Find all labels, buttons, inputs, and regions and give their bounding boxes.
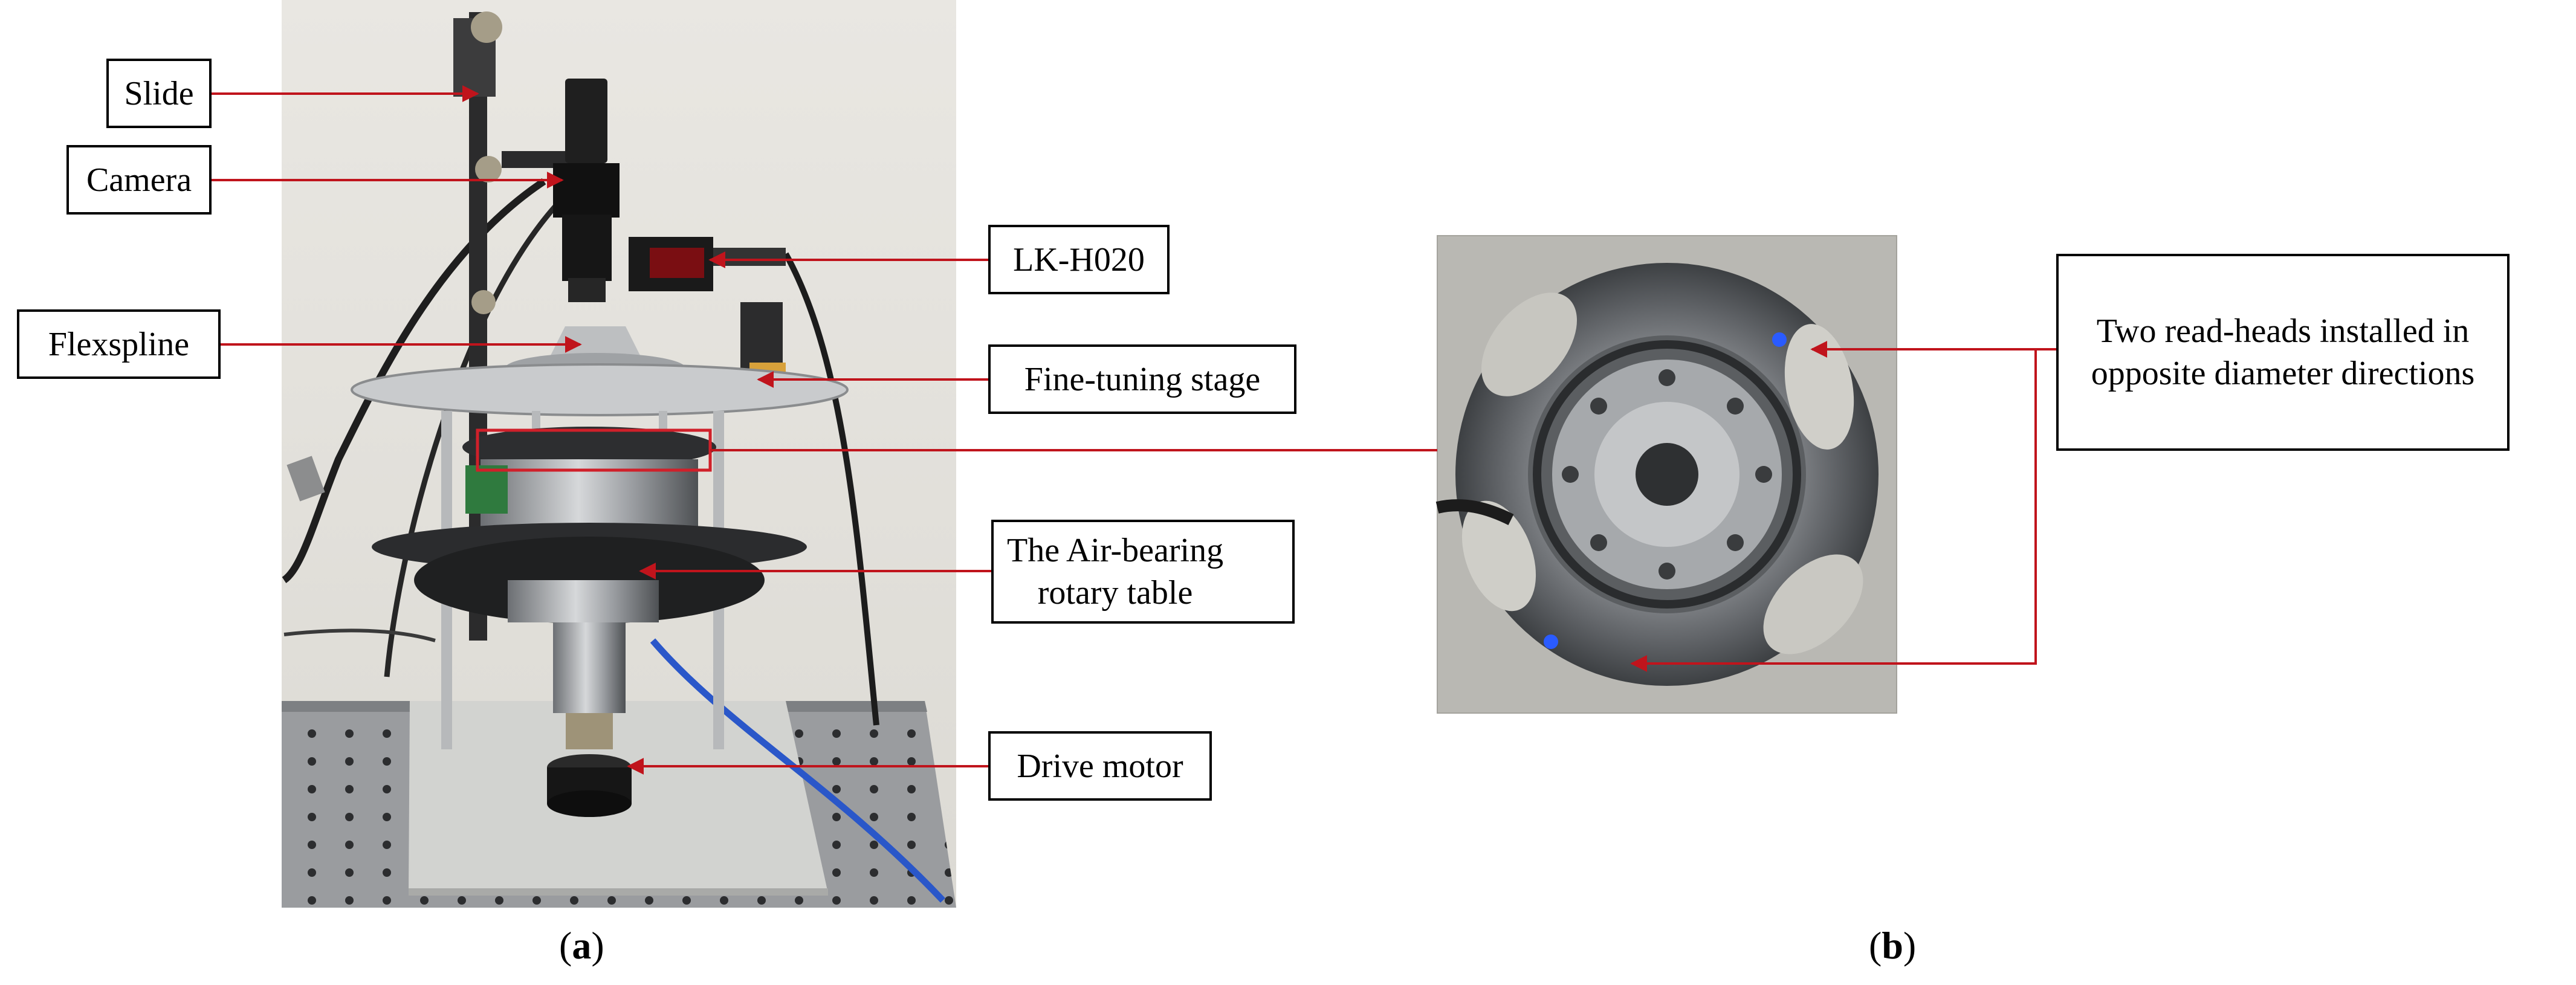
label-read-heads: Two read-heads installed in opposite dia… — [2056, 254, 2510, 451]
label-drive-motor: Drive motor — [988, 731, 1212, 801]
label-drive-motor-text: Drive motor — [1017, 747, 1183, 785]
caption-a-open: ( — [559, 924, 572, 967]
photo-encoder-icon — [1435, 235, 1897, 714]
label-air-bearing-line2: rotary table — [1037, 574, 1193, 612]
caption-b-close: ) — [1903, 924, 1917, 967]
label-lk-h020: LK-H020 — [988, 225, 1170, 294]
label-read-heads-line2: opposite diameter directions — [2091, 355, 2475, 392]
label-camera: Camera — [66, 145, 212, 215]
read-heads-bracket — [1643, 348, 2056, 665]
label-camera-text: Camera — [86, 161, 192, 199]
caption-a: (a) — [559, 923, 604, 968]
caption-b-open: ( — [1869, 924, 1882, 967]
label-lk-h020-text: LK-H020 — [1013, 241, 1145, 279]
caption-a-letter: a — [572, 924, 592, 967]
label-flexspline-text: Flexspline — [48, 325, 190, 363]
label-slide-text: Slide — [124, 74, 194, 112]
label-read-heads-line1: Two read-heads installed in — [2096, 312, 2470, 350]
caption-b-letter: b — [1882, 924, 1903, 967]
photo-apparatus-icon — [282, 0, 956, 908]
annotation-arrows — [212, 85, 2056, 775]
caption-a-close: ) — [591, 924, 604, 967]
label-slide: Slide — [106, 59, 212, 128]
label-air-bearing: The Air-bearing rotary table — [991, 520, 1295, 624]
caption-b: (b) — [1869, 923, 1916, 968]
label-flexspline: Flexspline — [17, 309, 221, 379]
label-air-bearing-line1: The Air-bearing — [1007, 532, 1224, 569]
label-fine-tuning-stage: Fine-tuning stage — [988, 344, 1296, 414]
label-fine-tuning-stage-text: Fine-tuning stage — [1024, 360, 1261, 398]
